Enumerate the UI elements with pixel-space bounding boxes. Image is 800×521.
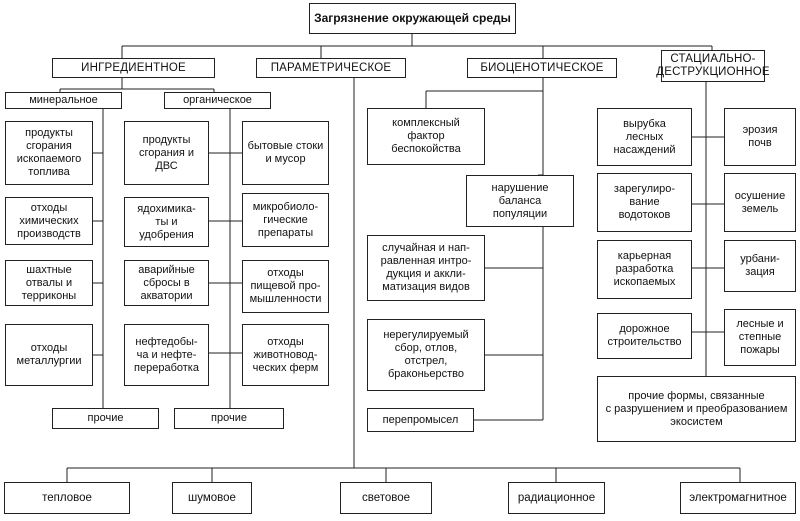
subcategory-organic: органическое [164, 92, 271, 109]
biocenotic-item: нерегулируемый сбор, отлов, отстрел, бра… [367, 319, 485, 391]
mineral-item: шахтные отвалы и терриконы [5, 260, 93, 306]
biocenotic-item: случайная и нап- равленная интро- дукция… [367, 235, 485, 301]
stational-item: урбани- зация [724, 240, 796, 292]
mineral-item: отходы металлургии [5, 324, 93, 386]
parametric-type-noise: шумовое [172, 482, 252, 514]
stational-item: карьерная разработка ископаемых [597, 240, 692, 299]
stational-item: вырубка лесных насаждений [597, 108, 692, 166]
category-biocenotic: БИОЦЕНОТИЧЕСКОЕ [467, 58, 617, 78]
stational-item: зарегулиро- вание водотоков [597, 173, 692, 232]
organic-item: нефтедобы- ча и нефте- переработка [124, 324, 209, 386]
subcategory-mineral: минеральное [5, 92, 122, 109]
mineral-item: продукты сгорания ископаемого топлива [5, 121, 93, 185]
stational-item: лесные и степные пожары [724, 309, 796, 366]
organic-item: продукты сгорания и ДВС [124, 121, 209, 185]
parametric-type-thermal: тепловое [4, 482, 130, 514]
organic-item: ядохимика- ты и удобрения [124, 197, 209, 247]
biocenotic-item: перепромысел [367, 408, 474, 432]
organic-other: прочие [174, 408, 284, 429]
biocenotic-population-imbalance: нарушение баланса популяции [466, 175, 574, 227]
category-stational-destructive: СТАЦИАЛЬНО- ДЕСТРУКЦИОННОЕ [656, 50, 770, 82]
organic-item: отходы пищевой про- мышленности [242, 260, 329, 313]
category-ingredient: ИНГРЕДИЕНТНОЕ [52, 58, 215, 78]
category-parametric: ПАРАМЕТРИЧЕСКОЕ [256, 58, 406, 78]
mineral-item: отходы химических производств [5, 197, 93, 245]
organic-item: бытовые стоки и мусор [242, 121, 329, 185]
organic-item: микробиоло- гические препараты [242, 193, 329, 247]
stational-item: дорожное строительство [597, 313, 692, 359]
stational-item: осушение земель [724, 173, 796, 232]
parametric-type-radiation: радиационное [508, 482, 605, 514]
biocenotic-item: комплексный фактор беспокойства [367, 108, 485, 165]
mineral-other: прочие [52, 408, 159, 429]
organic-item: аварийные сбросы в акватории [124, 260, 209, 306]
parametric-type-electromagnetic: электромагнитное [680, 482, 796, 514]
parametric-type-light: световое [340, 482, 432, 514]
stational-other: прочие формы, связанные с разрушением и … [597, 376, 796, 442]
organic-item: отходы животновод- ческих ферм [242, 324, 329, 386]
stational-item: эрозия почв [724, 108, 796, 166]
diagram-title: Загрязнение окружающей среды [309, 3, 516, 34]
